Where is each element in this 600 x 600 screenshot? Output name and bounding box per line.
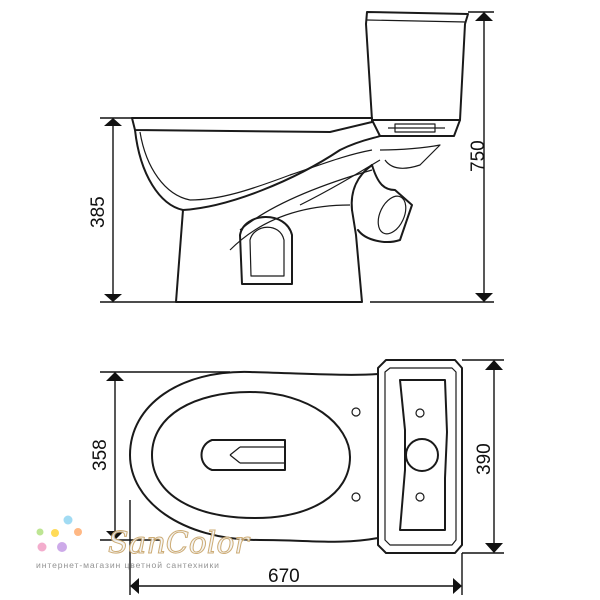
dimension-label-385: 385 bbox=[88, 196, 109, 228]
color-dot bbox=[36, 528, 44, 536]
dimension-bowl-width: 358 bbox=[90, 371, 230, 541]
dimension-label-390: 390 bbox=[474, 443, 495, 475]
color-dot bbox=[63, 515, 73, 525]
dimension-bowl-height: 385 bbox=[88, 117, 176, 303]
dimension-tank-width: 390 bbox=[462, 359, 504, 554]
color-dot bbox=[51, 529, 59, 537]
color-dot bbox=[57, 542, 67, 552]
dimension-total-height: 750 bbox=[370, 11, 494, 303]
dimension-total-length: 670 bbox=[129, 500, 463, 595]
color-dots-logo-icon bbox=[36, 515, 82, 552]
brand-logo-text: SanColor bbox=[108, 526, 250, 561]
top-view-toilet-icon bbox=[129, 359, 463, 554]
dimension-label-750: 750 bbox=[468, 140, 489, 172]
color-dot bbox=[74, 528, 82, 536]
brand-tagline: интернет-магазин цветной сантехники bbox=[36, 560, 220, 570]
dimension-label-670: 670 bbox=[268, 566, 300, 587]
color-dot bbox=[37, 542, 47, 552]
sancolor-watermark: SanColor интернет-магазин цветной сантех… bbox=[36, 515, 251, 570]
side-view-toilet-icon bbox=[131, 11, 469, 303]
dimension-label-358: 358 bbox=[90, 439, 111, 471]
